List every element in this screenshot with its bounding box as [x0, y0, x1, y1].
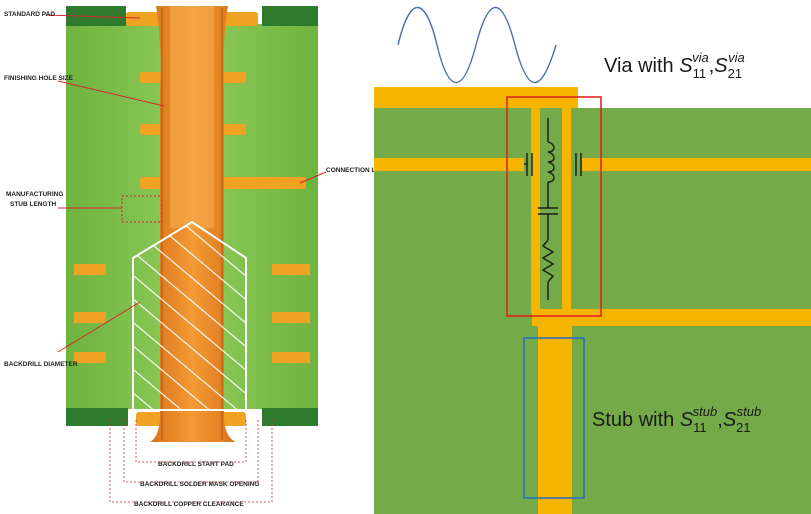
inner-trace-right: [582, 158, 811, 171]
bottom-dimension-lines: [109, 420, 273, 503]
top-solder-mask-left: [66, 6, 126, 26]
bottom-solder-mask-left: [66, 408, 128, 426]
stub-model-box: [523, 337, 585, 499]
label-connection-layer: CONNECTION LAYER: [326, 167, 393, 174]
stub-caption: Stub with S11stub,S21stub: [592, 404, 761, 435]
label-backdrill-solder-mask-opening: BACKDRILL SOLDER MASK OPENING: [140, 481, 259, 488]
backdrill-region: [132, 220, 247, 411]
top-trace: [374, 87, 578, 108]
label-backdrill-diameter: BACKDRILL DIAMETER: [4, 361, 78, 368]
connection-trace: [532, 309, 811, 326]
via-drill-hole: [170, 6, 214, 228]
via-caption: Via with S11via,S21via: [604, 50, 745, 81]
via-equivalent-circuit: [524, 118, 582, 300]
signal-sine-wave: [397, 7, 557, 83]
label-backdrill-copper-clearance: BACKDRILL COPPER CLEARANCE: [134, 501, 244, 508]
resistor-icon: [541, 239, 555, 283]
label-standard-pad: STANDARD PAD: [4, 11, 55, 18]
label-stub-length: STUB LENGTH: [10, 201, 57, 208]
via-barrel-left: [531, 108, 540, 313]
bottom-solder-mask-right: [262, 408, 318, 426]
via-model-box: [506, 96, 602, 317]
label-manufacturing: MANUFACTURING: [6, 191, 63, 198]
label-finishing-hole-size: FINISHING HOLE SIZE: [4, 75, 74, 82]
callout-lines: [45, 14, 327, 353]
left-figure: STANDARD PAD FINISHING HOLE SIZE MANUFAC…: [4, 6, 393, 508]
via-barrel-right: [562, 108, 571, 313]
label-backdrill-start-pad: BACKDRILL START PAD: [158, 461, 234, 468]
right-figure: Via with S11via,S21via Stub with S11stub…: [374, 7, 811, 514]
inductor-icon: [547, 141, 555, 183]
inner-trace-left: [374, 158, 524, 171]
stub-barrel: [538, 326, 572, 514]
top-solder-mask-right: [262, 6, 318, 26]
